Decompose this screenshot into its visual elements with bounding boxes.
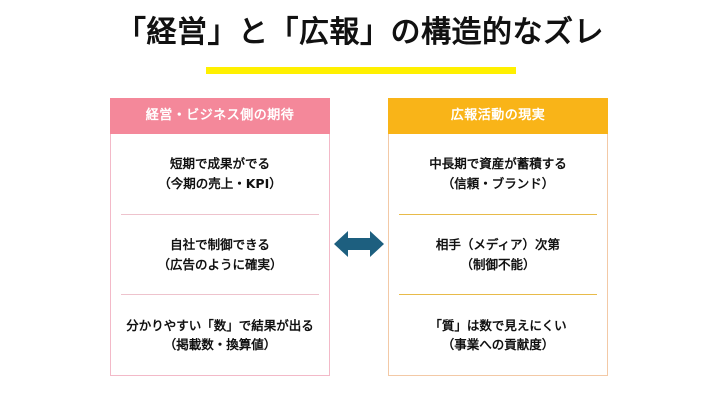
row-secondary-text: （制御不能） xyxy=(460,256,536,272)
panel-business-expectation: 経営・ビジネス側の期待 短期で成果がでる （今期の売上・KPI） 自社で制御でき… xyxy=(110,98,330,376)
row-primary-text: 分かりやすい「数」で結果が出る xyxy=(126,317,314,333)
row-primary-text: 自社で制御できる xyxy=(170,237,270,253)
row-secondary-text: （掲載数・換算値） xyxy=(163,337,277,353)
row-primary-text: 「質」は数で見えにくい xyxy=(429,317,567,333)
list-item: 相手（メディア）次第 （制御不能） xyxy=(399,213,597,295)
list-item: 中長期で資産が蓄積する （信頼・ブランド） xyxy=(389,134,607,214)
list-item: 「質」は数で見えにくい （事業への貢献度） xyxy=(399,294,597,375)
row-secondary-text: （今期の売上・KPI） xyxy=(158,175,282,191)
row-secondary-text: （事業への貢献度） xyxy=(441,337,555,353)
row-secondary-text: （広告のように確実） xyxy=(157,256,283,272)
panel-body-business-expectation: 短期で成果がでる （今期の売上・KPI） 自社で制御できる （広告のように確実）… xyxy=(111,134,329,375)
panel-header-business-expectation: 経営・ビジネス側の期待 xyxy=(110,98,330,134)
row-secondary-text: （信頼・ブランド） xyxy=(441,175,555,191)
panel-pr-reality: 広報活動の現実 中長期で資産が蓄積する （信頼・ブランド） 相手（メディア）次第… xyxy=(388,98,608,376)
list-item: 自社で制御できる （広告のように確実） xyxy=(121,213,319,295)
list-item: 分かりやすい「数」で結果が出る （掲載数・換算値） xyxy=(121,294,319,375)
title-underline-accent xyxy=(206,67,516,74)
list-item: 短期で成果がでる （今期の売上・KPI） xyxy=(111,134,329,214)
double-headed-arrow-icon xyxy=(334,228,384,260)
page-title: 「経営」と「広報」の構造的なズレ xyxy=(116,15,604,50)
row-primary-text: 短期で成果がでる xyxy=(169,156,270,172)
panel-header-pr-reality: 広報活動の現実 xyxy=(388,98,608,134)
panel-body-pr-reality: 中長期で資産が蓄積する （信頼・ブランド） 相手（メディア）次第 （制御不能） … xyxy=(389,134,607,375)
row-primary-text: 中長期で資産が蓄積する xyxy=(429,156,567,172)
row-primary-text: 相手（メディア）次第 xyxy=(435,237,561,253)
